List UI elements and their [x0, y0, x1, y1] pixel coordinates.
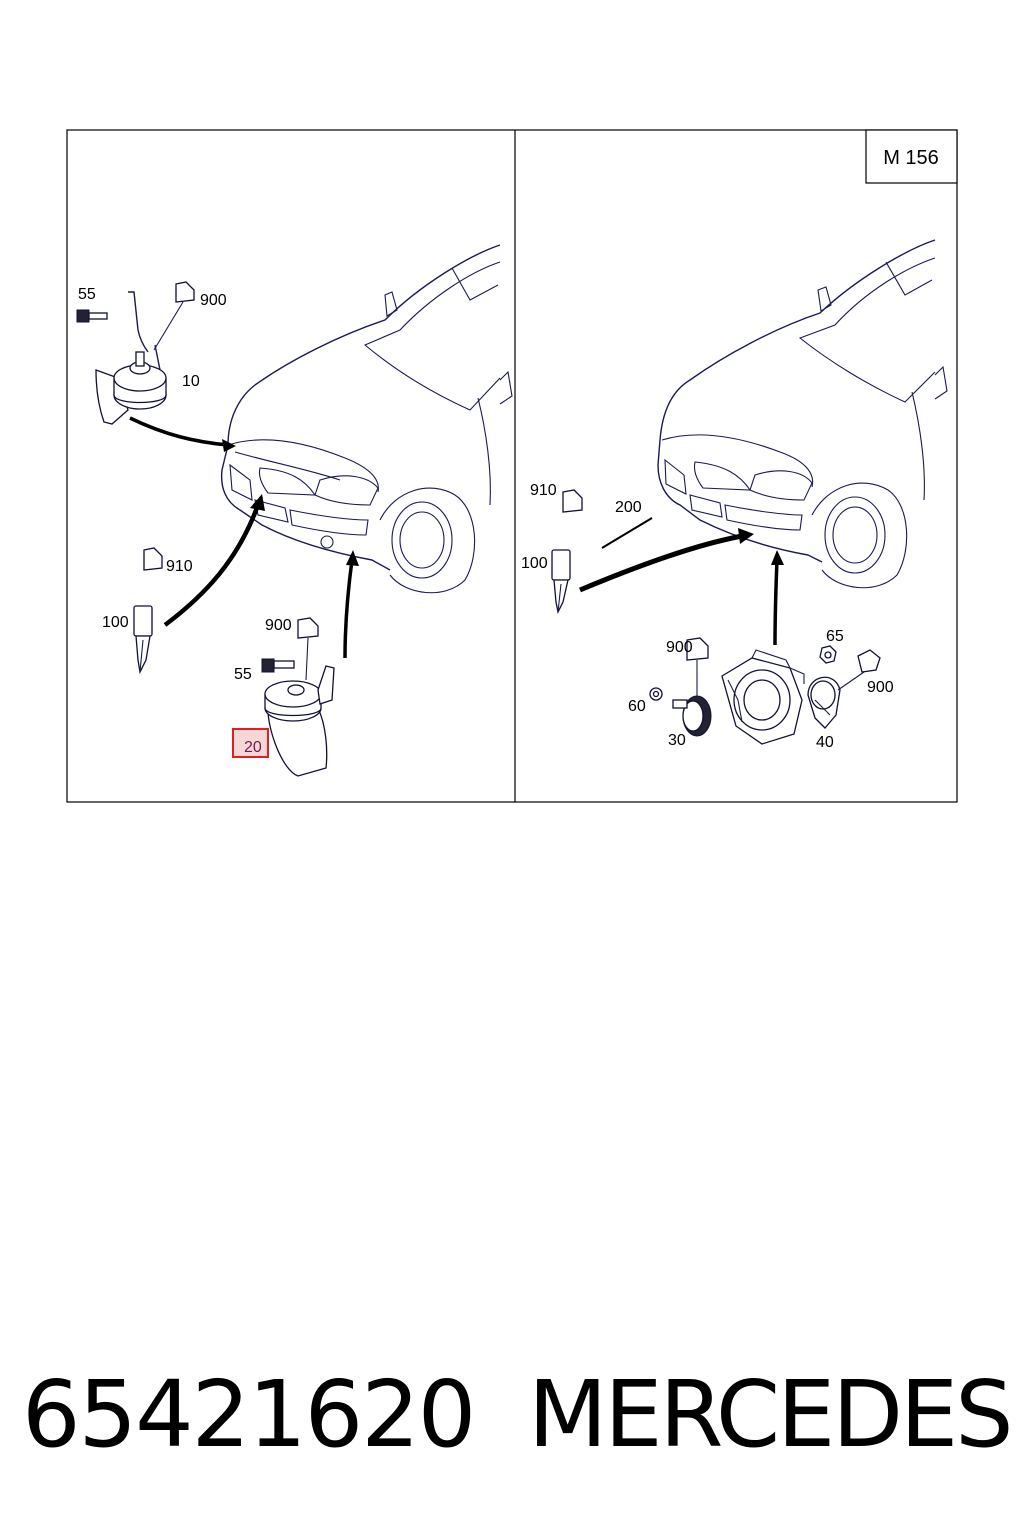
nut-icon — [819, 645, 837, 664]
connector-mid-icon — [143, 547, 163, 571]
right-car-outline — [657, 239, 948, 589]
label-connector-bottom: 900 — [265, 617, 292, 634]
horn-bottom-icon — [264, 665, 335, 777]
label-bolt-bottom: 55 — [234, 666, 252, 683]
right-arrows — [579, 517, 784, 646]
connector-right-panel-left-icon — [562, 489, 583, 513]
brand-name: MERCEDES — [528, 1361, 1014, 1468]
parts-diagram: M 156 — [66, 129, 958, 803]
label-sensor-left: 100 — [521, 555, 548, 572]
label-nut: 65 — [826, 628, 844, 645]
connector-right-icon — [837, 649, 881, 691]
right-panel: 910 100 200 900 60 30 — [521, 239, 948, 751]
sensor-mid-icon — [133, 605, 153, 675]
engine-badge-text: M 156 — [883, 147, 939, 169]
left-car-outline — [220, 244, 513, 594]
engine-badge: M 156 — [865, 129, 958, 184]
washer-icon — [649, 687, 663, 701]
label-connector-mid: 910 — [166, 558, 193, 575]
label-sensor-mid: 100 — [102, 614, 129, 631]
left-arrows — [129, 416, 359, 659]
connector-right-mid-icon — [686, 637, 709, 696]
bolt-top-icon — [76, 309, 108, 323]
connector-top-icon — [153, 281, 195, 351]
part-number: 65421620 — [22, 1361, 476, 1468]
highlight-callout-20[interactable]: 20 — [232, 728, 269, 758]
label-bolt-top: 55 — [78, 286, 96, 303]
label-connector-left: 910 — [530, 482, 557, 499]
label-connector-top: 900 — [200, 292, 227, 309]
horn-assembly-icon — [721, 649, 805, 745]
left-panel: 55 900 10 910 100 90 — [76, 244, 513, 777]
label-line-200: 200 — [615, 499, 642, 516]
label-horn-top: 10 — [182, 373, 200, 390]
connector-bottom-icon — [297, 617, 319, 681]
label-connector-right-mid: 900 — [666, 639, 693, 656]
sensor-right-panel-icon — [551, 549, 571, 614]
label-horn-small: 30 — [668, 732, 686, 749]
label-horn-right: 40 — [816, 734, 834, 751]
label-horn-bottom: 20 — [244, 739, 262, 756]
label-washer: 60 — [628, 698, 646, 715]
label-connector-right: 900 — [867, 679, 894, 696]
horn-right-icon — [807, 676, 841, 729]
footer: 65421620 MERCEDES — [0, 1360, 1024, 1470]
horn-small-icon — [672, 695, 712, 737]
bolt-bottom-icon — [261, 658, 295, 673]
horn-top-icon — [95, 291, 167, 425]
